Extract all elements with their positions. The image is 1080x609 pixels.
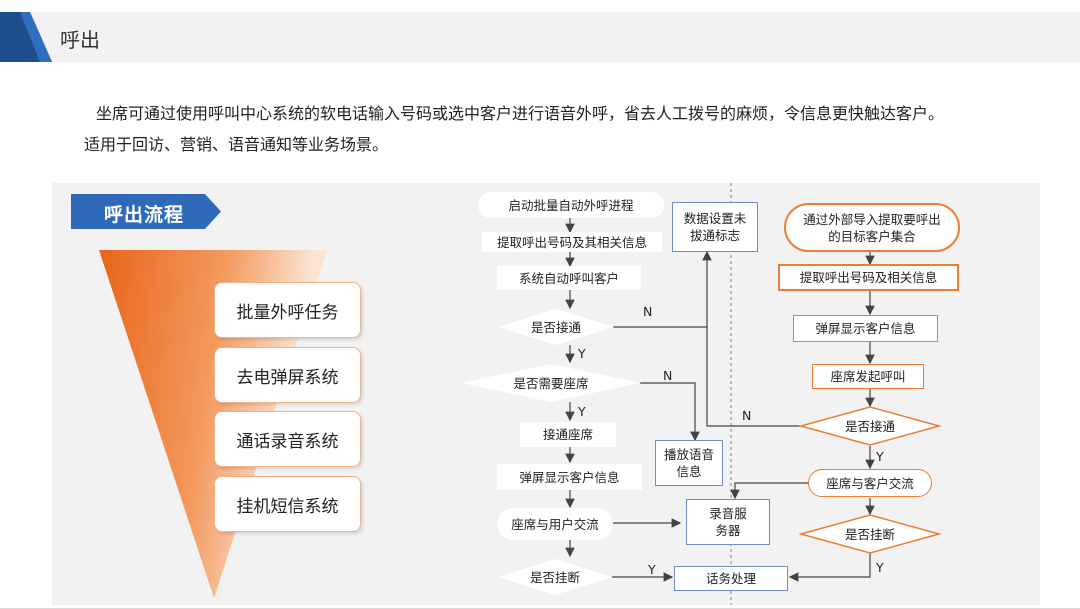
- label-hangup-left: 是否挂断: [529, 569, 580, 585]
- node-agent-customer-talk: 座席与客户交流: [808, 469, 932, 497]
- page-title: 呼出: [60, 28, 100, 52]
- node-popup-right: 弹屏显示客户信息: [793, 315, 938, 342]
- edge-y-hangup-right: Y: [876, 560, 884, 575]
- node-fetch-numbers: 提取呼出号码及其相关信息: [482, 232, 662, 252]
- stage-hangup-sms: 挂机短信系统: [214, 476, 361, 532]
- node-data-flag: 数据设置未拔通标志: [672, 202, 758, 252]
- stage-batch-outbound: 批量外呼任务: [214, 282, 361, 338]
- node-connect-agent: 接通座席: [520, 422, 616, 447]
- node-fetch-right: 提取呼出号码及相关信息: [778, 264, 959, 291]
- stage-screen-popup: 去电弹屏系统: [214, 347, 361, 403]
- diamond-connected-left: [498, 309, 614, 345]
- intro-line-2: 适用于回访、营销、语音通知等业务场景。: [84, 135, 389, 154]
- label-connected-right: 是否接通: [844, 418, 895, 434]
- node-target-set: 通过外部导入提取要呼出的目标客户集合: [784, 203, 960, 252]
- edge-y-hangup-left: Y: [648, 562, 656, 577]
- node-auto-call: 系统自动呼叫客户: [497, 266, 641, 290]
- label-need-agent: 是否需要座席: [513, 375, 589, 391]
- diamond-hangup-left: [498, 559, 612, 595]
- edge-y-need-agent: Y: [578, 404, 586, 419]
- section-ribbon: [71, 194, 221, 229]
- diamond-need-agent: [461, 364, 641, 402]
- stage-call-recording: 通话录音系统: [214, 411, 361, 467]
- node-wrapup: 话务处理: [674, 566, 788, 591]
- diamond-hangup-right: [799, 514, 941, 554]
- header-corner-icon: [0, 12, 52, 62]
- edge-y-connected-left: Y: [578, 346, 586, 361]
- intro-text: 坐席可通过使用呼叫中心系统的软电话输入号码或选中客户进行语音外呼，省去人工拨号的…: [84, 98, 1044, 160]
- edge-y-connected-right: Y: [876, 449, 884, 464]
- label-connected-left: 是否接通: [530, 319, 581, 335]
- header-band: [0, 12, 1080, 62]
- section-title: 呼出流程: [104, 204, 185, 226]
- edge-n-connected-left: N: [643, 304, 653, 319]
- label-hangup-right: 是否挂断: [844, 526, 895, 542]
- intro-line-1: 坐席可通过使用呼叫中心系统的软电话输入号码或选中客户进行语音外呼，省去人工拨号的…: [96, 104, 945, 123]
- edge-n-need-agent: N: [663, 368, 673, 383]
- node-agent-call: 座席发起呼叫: [812, 364, 924, 389]
- diamond-connected-right: [799, 406, 941, 446]
- node-popup-left: 弹屏显示客户信息: [497, 464, 642, 490]
- node-record-server: 录音服务器: [686, 499, 770, 545]
- node-agent-user-talk: 座席与用户交流: [497, 508, 613, 540]
- edge-n-connected-right: N: [742, 408, 752, 423]
- node-start-batch: 启动批量自动外呼进程: [478, 192, 664, 218]
- node-play-voice: 播放语音信息: [655, 440, 723, 486]
